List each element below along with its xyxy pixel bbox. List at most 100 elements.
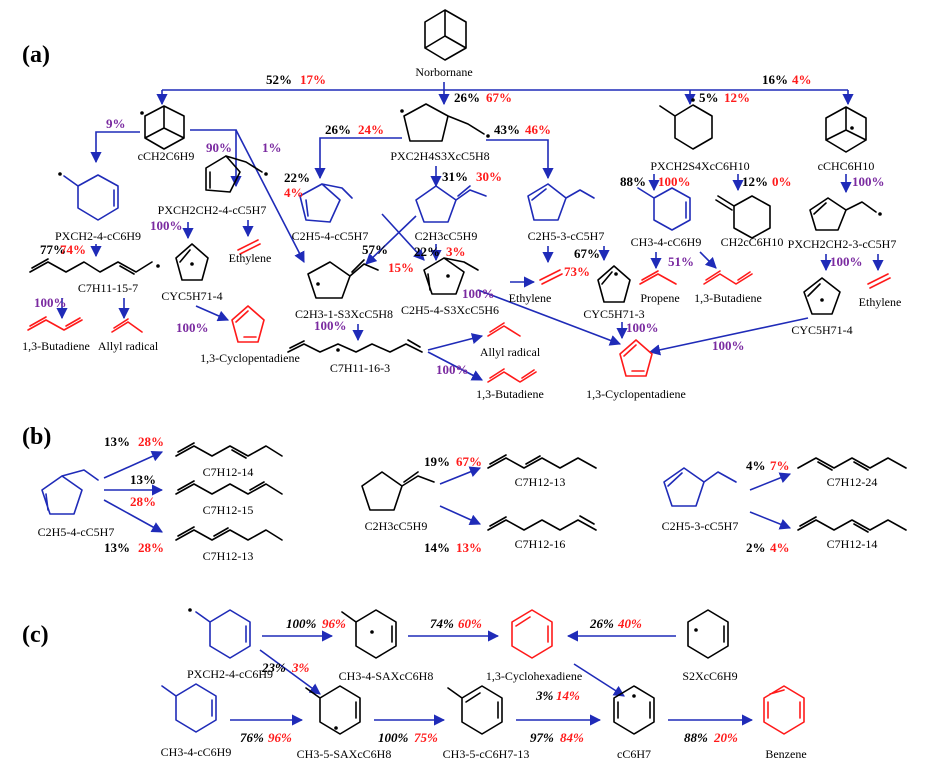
arrow-c2h5-4-to-c2h5-4-s3 [381, 213, 425, 261]
pct-c-100-black: 100% [286, 616, 317, 631]
pct-a-100-cyc4b: 100% [712, 338, 745, 353]
label-cyc5h71-4-b: CYC5H71-4 [791, 323, 852, 337]
pct-a-67: 67% [574, 246, 600, 261]
arrow-c-chd-to-cc6h7 [573, 663, 625, 697]
arrow-cyc5h71-to-cpd [195, 305, 230, 322]
pct-c-97-red: 84% [560, 730, 584, 745]
label-c-ch3-5-saxcc6h8: CH3-5-SAXcC6H8 [297, 747, 392, 761]
b-c7h12-13-a-structure [175, 526, 283, 541]
pct-b-14-black: 14% [424, 540, 450, 555]
panel-label-b: (b) [22, 424, 51, 450]
pxch2ch2-3-cc5h7-structure [809, 197, 882, 231]
pct-b-2-black: 2% [746, 540, 766, 555]
pct-a-100-pxch2ch2: 100% [150, 218, 183, 233]
label-cpd-2: 1,3-Cyclopentadiene [586, 387, 686, 401]
pct-a-top1-black: 52% [266, 72, 292, 87]
c2h3-1-s3xc5h8-structure [307, 259, 379, 299]
pct-a-24: 24% [358, 122, 384, 137]
label-b-c7h12-14-a: C7H12-14 [203, 465, 254, 479]
panel-label-c: (c) [22, 622, 49, 648]
label-c-cc6h7: cC6H7 [617, 747, 651, 761]
label-c-ch3-4-cc6h9: CH3-4-cC6H9 [161, 745, 232, 759]
b-c7h12-16-structure [487, 515, 597, 531]
label-pxch2ch2-3-cc5h7: PXCH2CH2-3-cC5H7 [788, 237, 897, 251]
cyclopentadiene-structure-2 [619, 339, 653, 377]
pct-b-14-red: 13% [456, 540, 482, 555]
butadiene-structure-3 [487, 368, 537, 383]
c7h11-16-3-structure [287, 339, 423, 353]
arrow-pxc2h4-to-c2h5-3 [486, 139, 554, 180]
arrow-b1c [103, 499, 163, 533]
butadiene-structure-1 [27, 316, 83, 331]
pct-a-100-c2h5s3: 100% [462, 286, 495, 301]
pct-c-26-red: 40% [617, 616, 642, 631]
pct-c-3-black: 3% [535, 688, 554, 703]
pct-a-22: 22% [284, 170, 310, 185]
pct-a-1: 1% [262, 140, 282, 155]
arrow-c2h3cc5h9-to-c2h3-1-s3 [365, 215, 417, 265]
label-butadiene-a2: 1,3-Butadiene [694, 291, 762, 305]
ethylene-structure-3 [867, 273, 891, 289]
pct-c-23-red: 3% [291, 660, 310, 675]
pct-c-100b-black: 100% [378, 730, 409, 745]
arrow-cch2-to-pxch2ch2 [190, 129, 242, 188]
label-b-c7h12-13-a: C7H12-13 [203, 549, 254, 563]
label-pxch2ch2-4-cc5h7: PXCH2CH2-4-cC5H7 [158, 203, 267, 217]
label-b-c2h5-4-cc5h7: C2H5-4-cC5H7 [38, 525, 115, 539]
label-b-c7h12-13-b: C7H12-13 [515, 475, 566, 489]
cch2c6h9-structure [140, 105, 185, 150]
ch3-4-cc6h9-structure-a [637, 187, 691, 231]
pct-b-13c-red: 28% [138, 540, 164, 555]
c2h5-4-s3xc5h6-structure [423, 257, 479, 295]
label-allyl-2: Allyl radical [480, 345, 541, 359]
propene-structure [639, 270, 677, 285]
c-pxch2-4-cc6h9-structure [188, 608, 251, 659]
pct-a-top3-red: 12% [724, 90, 750, 105]
arrow-ch3-4-to-butadiene [699, 251, 717, 269]
pct-a-100-cyc: 100% [176, 320, 209, 335]
label-ethylene-2: Ethylene [509, 291, 552, 305]
pct-c-100b-red: 75% [414, 730, 438, 745]
c7h11-15-7-structure [29, 258, 160, 275]
pct-a-top2-black: 26% [454, 90, 480, 105]
pct-a-top3-black: 5% [699, 90, 719, 105]
pct-a-43: 43% [494, 122, 520, 137]
pct-a-90: 90% [206, 140, 232, 155]
pct-a-top4-red: 4% [792, 72, 812, 87]
label-c-s2xcc6h9: S2XcC6H9 [682, 669, 737, 683]
pct-a-22b: 22% [414, 244, 440, 259]
arrow-c7h11-16-3-to-allyl [427, 333, 484, 351]
pct-a-top2-red: 67% [486, 90, 512, 105]
cyclopentadiene-structure-1 [231, 305, 265, 343]
pct-c-74-red: 60% [458, 616, 482, 631]
pct-b-13a-red: 28% [138, 434, 164, 449]
label-pxc2h4s3xc5h8: PXC2H4S3XcC5H8 [390, 149, 489, 163]
label-c2h3-1-s3xc5h8: C2H3-1-S3XcC5H8 [295, 307, 393, 321]
b-c7h12-14-b-structure [797, 516, 907, 533]
label-butadiene-3: 1,3-Butadiene [476, 387, 544, 401]
label-b-c7h12-15: C7H12-15 [203, 503, 254, 517]
cyc5h71-4-structure-a [175, 243, 209, 281]
label-pxch2-4-cc6h9-a: PXCH2-4-cC6H9 [55, 229, 141, 243]
cchc6h10-structure [825, 106, 867, 153]
c2h5-4-cc5h7-structure-a [299, 183, 353, 223]
arrow-b3a [749, 472, 792, 491]
pct-a-46: 46% [525, 122, 551, 137]
arrow-b3b [749, 511, 792, 530]
pct-c-23-black: 23% [261, 660, 286, 675]
label-propene: Propene [640, 291, 679, 305]
arrow-cyc5h71-4-b-to-cpd [648, 317, 809, 356]
pxch2ch2-4-cc5h7-structure [205, 155, 268, 193]
pxch2s4xc6h10-structure [659, 98, 713, 150]
pct-b-4-red: 7% [770, 458, 790, 473]
panel-label-a: (a) [22, 42, 50, 68]
arrow-b2a [439, 466, 482, 485]
label-norbornane: Norbornane [415, 65, 472, 79]
arrow-b1a [103, 451, 164, 479]
arrow-norbornane-branches [156, 82, 854, 106]
butadiene-structure-2 [703, 270, 753, 285]
pct-b-19-black: 19% [424, 454, 450, 469]
b-c2h5-4-cc5h7-structure [41, 469, 99, 515]
pxc2h4s3xc5h8-structure [400, 103, 490, 142]
